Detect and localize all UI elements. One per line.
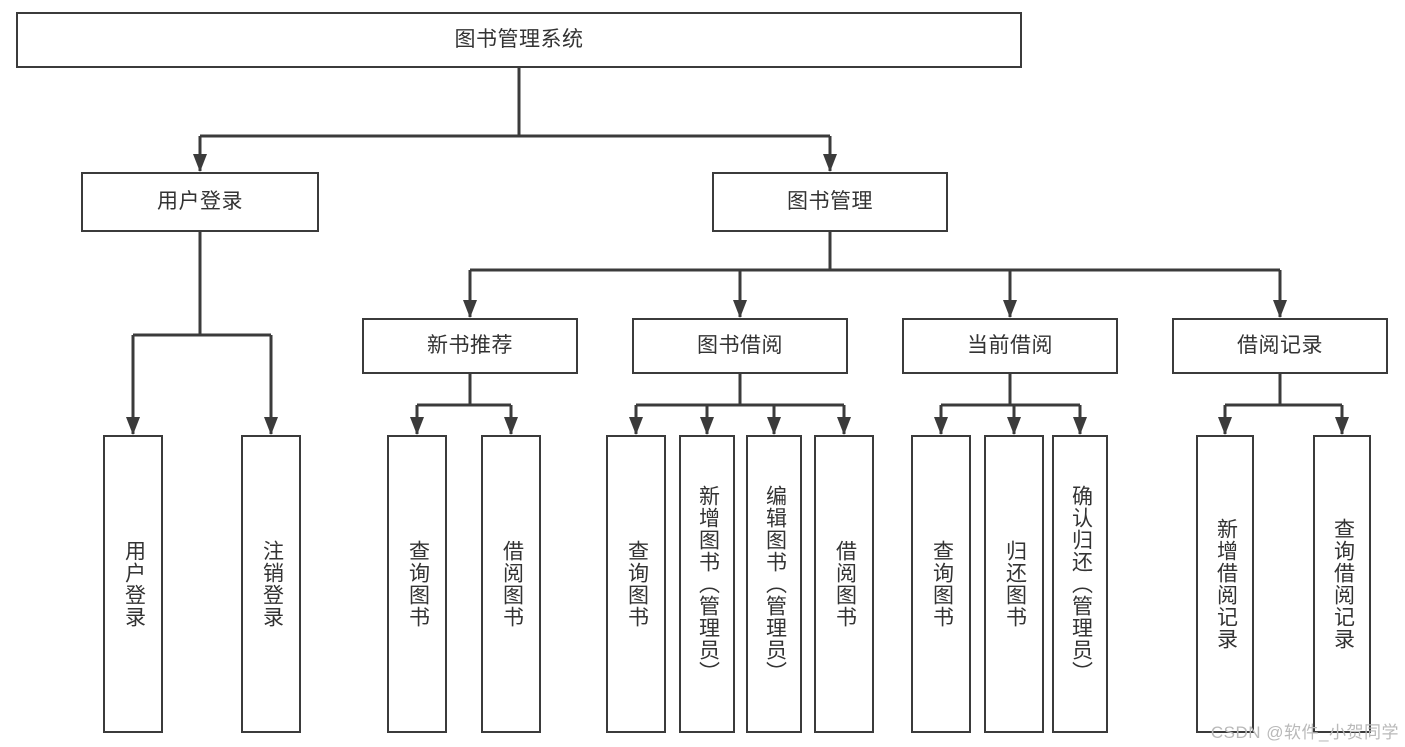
watermark: CSDN @软件_小贺同学 [1210,723,1399,742]
node-label: 查询图书 [930,540,954,628]
node-l2[interactable]: 注销登录 [241,435,301,733]
arrow-head-icon [700,417,714,435]
arrow-head-icon [823,154,837,172]
node-label: 新增图书（管理员） [696,485,720,683]
node-label: 确认归还（管理员） [1069,485,1093,683]
node-root[interactable]: 图书管理系统 [16,12,1022,68]
node-record[interactable]: 借阅记录 [1172,318,1388,374]
node-label: 用户登录 [122,540,146,628]
arrow-head-icon [1273,300,1287,318]
node-l7[interactable]: 编辑图书（管理员） [746,435,802,733]
arrow-head-icon [1335,417,1349,435]
node-login[interactable]: 用户登录 [81,172,319,232]
arrow-head-icon [410,417,424,435]
arrow-head-icon [1003,300,1017,318]
node-label: 新书推荐 [427,334,513,358]
node-label: 查询借阅记录 [1331,518,1355,650]
node-l9[interactable]: 查询图书 [911,435,971,733]
arrow-head-icon [193,154,207,172]
arrow-head-icon [837,417,851,435]
arrow-head-icon [1007,417,1021,435]
node-label: 图书管理系统 [454,28,584,52]
node-label: 用户登录 [157,190,243,214]
arrow-head-icon [733,300,747,318]
node-l3[interactable]: 查询图书 [387,435,447,733]
arrow-head-icon [126,417,140,435]
node-label: 借阅图书 [833,540,857,628]
node-label: 借阅记录 [1237,334,1323,358]
node-label: 编辑图书（管理员） [763,485,787,683]
node-l12[interactable]: 新增借阅记录 [1196,435,1254,733]
node-label: 查询图书 [406,540,430,628]
node-label: 归还图书 [1003,540,1027,628]
node-l4[interactable]: 借阅图书 [481,435,541,733]
arrow-head-icon [264,417,278,435]
arrow-head-icon [504,417,518,435]
node-current[interactable]: 当前借阅 [902,318,1118,374]
arrow-head-icon [767,417,781,435]
node-label: 图书借阅 [697,334,783,358]
node-label: 当前借阅 [967,334,1053,358]
node-l13[interactable]: 查询借阅记录 [1313,435,1371,733]
node-l10[interactable]: 归还图书 [984,435,1044,733]
node-label: 查询图书 [625,540,649,628]
node-l6[interactable]: 新增图书（管理员） [679,435,735,733]
node-newbook[interactable]: 新书推荐 [362,318,578,374]
node-label: 新增借阅记录 [1214,518,1238,650]
node-l1[interactable]: 用户登录 [103,435,163,733]
node-l8[interactable]: 借阅图书 [814,435,874,733]
arrow-head-icon [934,417,948,435]
node-borrow[interactable]: 图书借阅 [632,318,848,374]
node-label: 图书管理 [787,190,873,214]
node-l11[interactable]: 确认归还（管理员） [1052,435,1108,733]
arrow-head-icon [1073,417,1087,435]
arrow-head-icon [629,417,643,435]
node-bookmgr[interactable]: 图书管理 [712,172,948,232]
node-label: 注销登录 [260,540,284,628]
node-l5[interactable]: 查询图书 [606,435,666,733]
node-label: 借阅图书 [500,540,524,628]
arrow-head-icon [1218,417,1232,435]
arrow-head-icon [463,300,477,318]
